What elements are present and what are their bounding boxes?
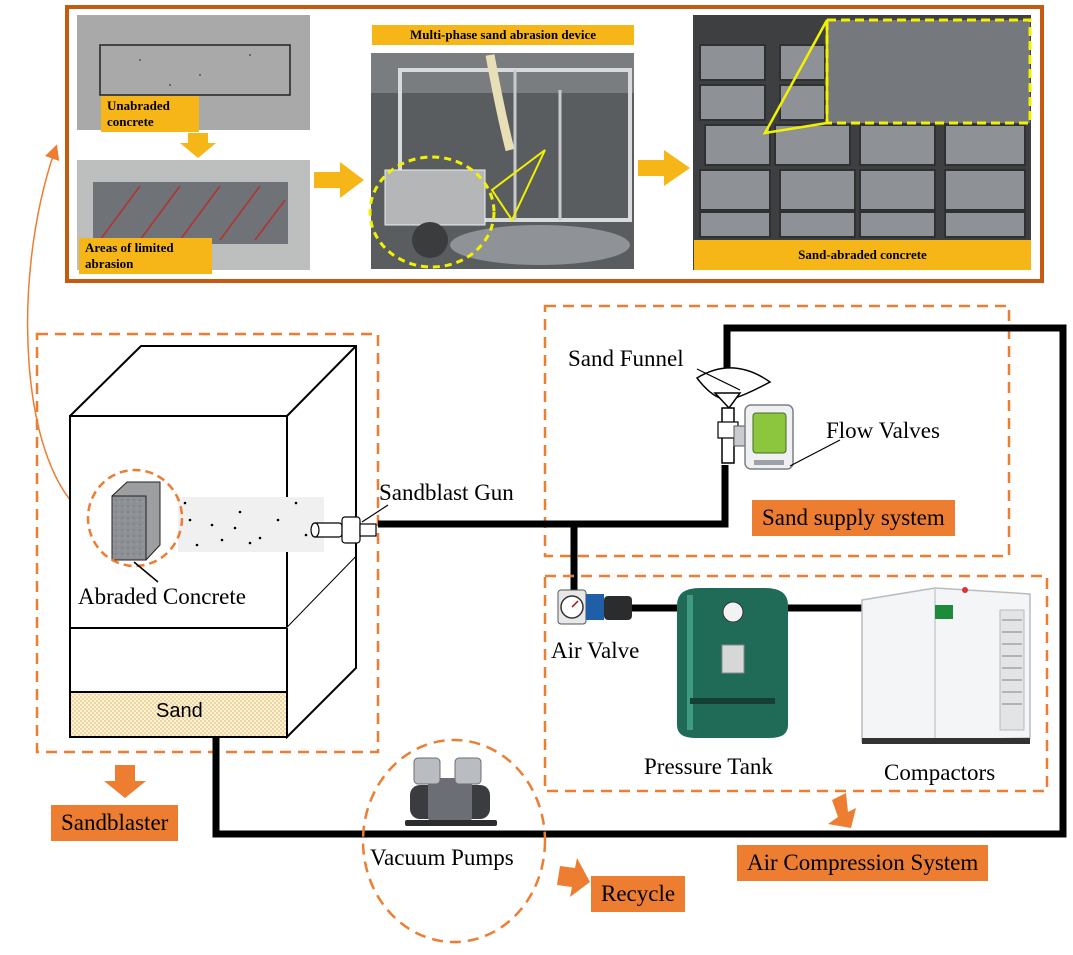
abraded-concrete-label: Abraded Concrete bbox=[78, 584, 246, 609]
right-arrow-icon bbox=[638, 150, 690, 186]
compactors-label: Compactors bbox=[884, 760, 996, 785]
sand-supply-system-label: Sand supply system bbox=[752, 500, 955, 536]
concrete-leader-line bbox=[133, 561, 159, 583]
result-label: Sand-abraded concrete bbox=[694, 240, 1031, 270]
spray-particles bbox=[183, 501, 308, 547]
flow-valves-label: Flow Valves bbox=[826, 418, 940, 443]
sand-funnel-icon bbox=[695, 367, 772, 464]
air-compression-system-label: Air Compression System bbox=[737, 845, 989, 881]
limited-label-line2: abrasion bbox=[85, 256, 134, 271]
sandblaster-boundary bbox=[35, 332, 380, 754]
photo-sand-abraded-concrete bbox=[693, 15, 1032, 270]
sandblaster-label: Sandblaster bbox=[51, 805, 179, 841]
device-label: Multi-phase sand abrasion device bbox=[372, 25, 634, 45]
limited-abrasion-label: Areas of limited abrasion bbox=[79, 238, 212, 274]
sandblast-gun-icon bbox=[310, 516, 377, 544]
sandblast-gun-label: Sandblast Gun bbox=[379, 480, 514, 505]
limited-label-line1: Areas of limited bbox=[85, 240, 174, 255]
flow-valve-icon bbox=[733, 404, 794, 470]
vacuum-pumps-label: Vacuum Pumps bbox=[370, 845, 514, 870]
air-valve-label: Air Valve bbox=[551, 638, 640, 663]
right-arrow-icon bbox=[314, 162, 364, 198]
zoom-highlight bbox=[368, 155, 496, 269]
unabraded-label-line2: concrete bbox=[107, 114, 154, 129]
specimen-highlight bbox=[86, 468, 184, 568]
funnel-leader-line bbox=[696, 368, 741, 391]
air-valve-icon bbox=[557, 589, 632, 625]
unabraded-label-line1: Unabraded bbox=[107, 98, 170, 113]
right-arrow-icon bbox=[557, 858, 590, 897]
link-arrow bbox=[26, 144, 89, 518]
valve-leader-line bbox=[789, 439, 841, 467]
vacuum-pump-icon bbox=[405, 757, 497, 826]
down-arrow-icon bbox=[828, 793, 856, 828]
vacuum-pump-boundary bbox=[361, 738, 547, 944]
recycle-label: Recycle bbox=[591, 876, 686, 912]
down-arrow-icon bbox=[180, 133, 216, 158]
sand-funnel-label: Sand Funnel bbox=[568, 346, 684, 371]
gun-leader-line bbox=[361, 504, 389, 523]
sand-supply-boundary bbox=[543, 304, 1011, 558]
unabraded-label: Unabraded concrete bbox=[101, 96, 199, 132]
abraded-concrete-specimen bbox=[111, 481, 161, 561]
sand-label: Sand bbox=[156, 700, 203, 722]
down-arrow-icon bbox=[104, 765, 146, 798]
pressure-tank-icon bbox=[677, 588, 788, 738]
photo-sand-abrasion-device bbox=[371, 53, 634, 269]
compressor-icon bbox=[861, 587, 1031, 744]
pressure-tank-label: Pressure Tank bbox=[644, 754, 773, 779]
zoom-wedge bbox=[490, 149, 546, 223]
